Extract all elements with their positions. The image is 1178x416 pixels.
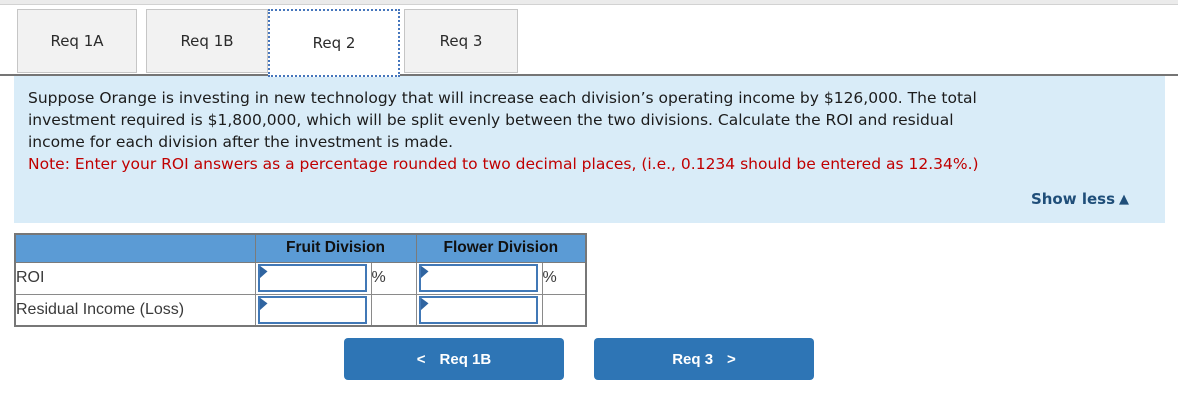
show-less-label: Show less: [1030, 190, 1115, 208]
roi-flower-input[interactable]: [418, 263, 538, 292]
prev-req-button[interactable]: < Req 1B: [344, 338, 564, 380]
instruction-text-line: investment required is $1,800,000, which…: [28, 111, 954, 129]
chevron-right-icon: >: [727, 350, 736, 368]
tab-req-2[interactable]: Req 2: [268, 9, 400, 77]
row-label-residual-income: Residual Income (Loss): [14, 293, 256, 327]
top-divider-bar: [0, 0, 1178, 5]
next-req-button[interactable]: Req 3 >: [594, 338, 814, 380]
roi-fruit-input[interactable]: [257, 263, 367, 292]
tab-strip-border: [0, 74, 1178, 76]
instruction-panel: Suppose Orange is investing in new techn…: [14, 76, 1165, 223]
residual-income-flower-input[interactable]: [418, 295, 538, 324]
instruction-note: Note: Enter your ROI answers as a percen…: [28, 155, 979, 173]
table-row-residual-income: Residual Income (Loss): [14, 293, 587, 327]
row-label-roi: ROI: [14, 261, 256, 295]
percent-label: %: [370, 261, 417, 295]
tab-req-1a[interactable]: Req 1A: [17, 9, 137, 73]
fruit-division-header: Fruit Division: [254, 233, 417, 263]
show-less-link[interactable]: Show less ▲: [1031, 190, 1129, 208]
caret-up-icon: ▲: [1119, 191, 1129, 207]
unit-cell-empty: [541, 293, 587, 327]
tab-req-1b[interactable]: Req 1B: [146, 9, 268, 73]
table-row-roi: ROI % %: [14, 261, 587, 295]
next-req-button-label: Req 3: [672, 350, 714, 368]
flower-division-header: Flower Division: [415, 233, 587, 263]
corner-header-cell: [14, 233, 256, 263]
prev-req-button-label: Req 1B: [439, 350, 492, 368]
percent-label: %: [541, 261, 587, 295]
chevron-left-icon: <: [416, 350, 426, 368]
residual-income-fruit-input[interactable]: [257, 295, 367, 324]
instruction-text-line: Suppose Orange is investing in new techn…: [28, 89, 977, 107]
tab-req-3[interactable]: Req 3: [404, 9, 518, 73]
answer-table: Fruit Division Flower Division ROI % % R…: [14, 233, 588, 327]
instruction-text-line: income for each division after the inves…: [28, 133, 454, 151]
unit-cell-empty: [370, 293, 417, 327]
